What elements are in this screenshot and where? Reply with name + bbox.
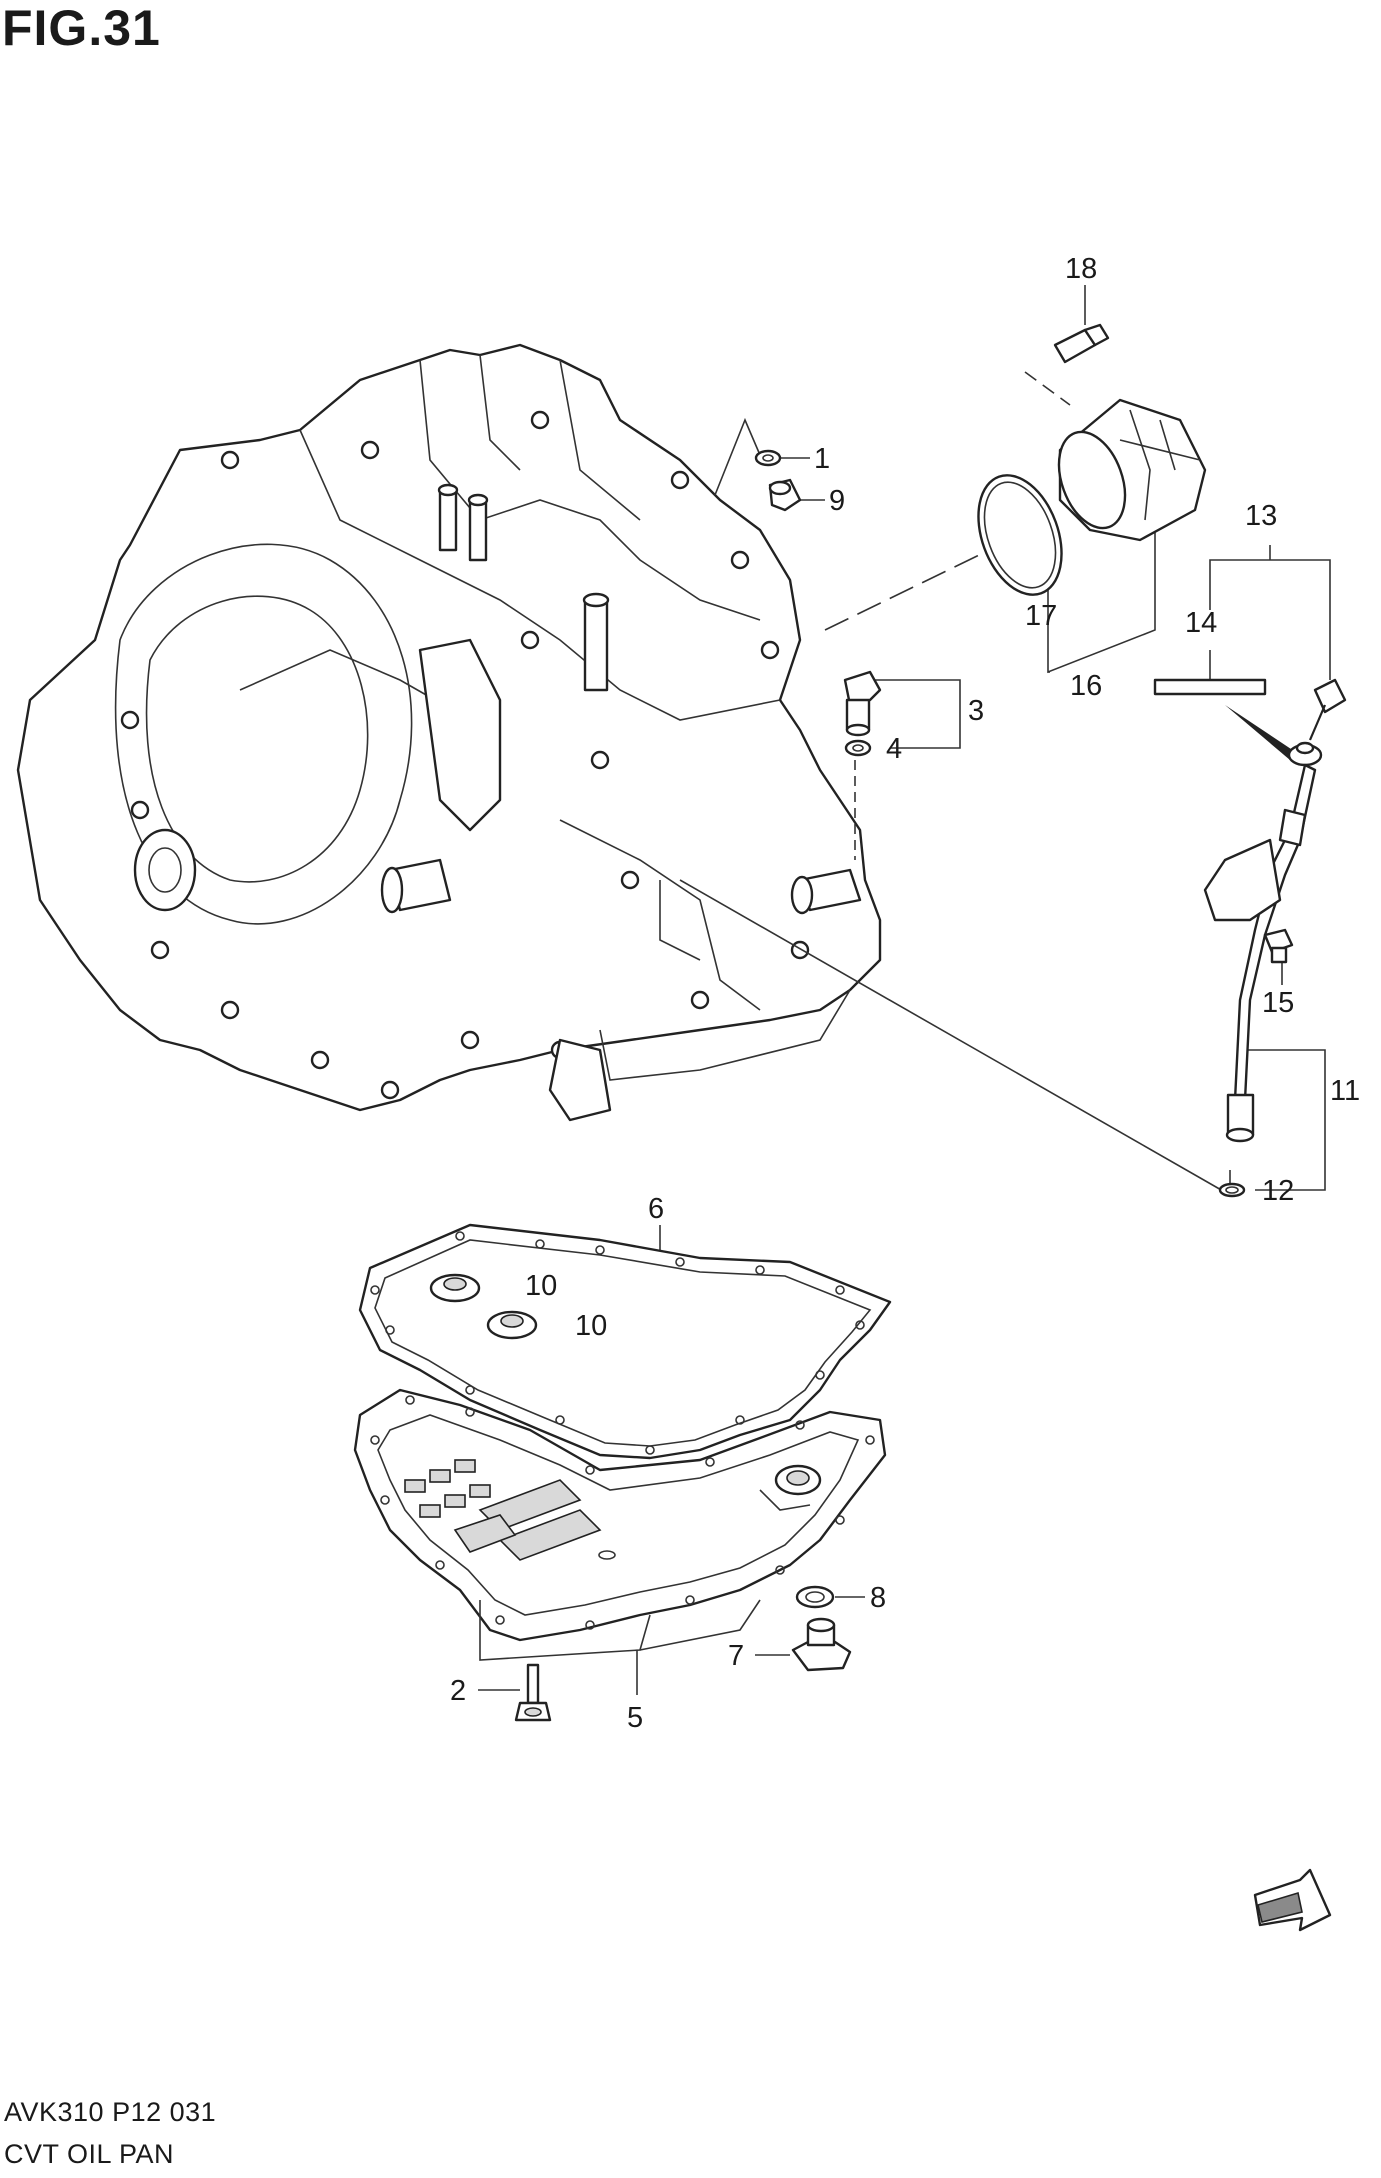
callout-3: 3 [968,695,984,727]
leader-lines [478,285,1331,1695]
part-15-bolt [1263,928,1294,964]
part-7-drain-plug [791,1617,852,1672]
part-8-gasket [795,1585,835,1609]
callout-6: 6 [648,1193,664,1225]
callout-15: 15 [1262,987,1294,1019]
callout-16: 16 [1070,670,1102,702]
part-10-magnet-a [429,1273,481,1303]
callout-7: 7 [728,1640,744,1672]
figure-name: CVT OIL PAN [4,2139,175,2169]
callout-10a: 10 [525,1270,557,1302]
transmission-case [16,343,882,1122]
callout-9: 9 [829,485,845,517]
callout-1: 1 [814,443,830,475]
callout-12: 12 [1262,1175,1294,1207]
figure-title: FIG.31 [2,0,161,56]
callout-13: 13 [1245,500,1277,532]
part-5-oil-pan [353,1388,887,1661]
callout-2: 2 [450,1675,466,1707]
part-1-gasket [754,449,782,467]
callout-8: 8 [870,1582,886,1614]
callout-18: 18 [1065,253,1097,285]
front-direction-arrow-icon [1253,1868,1332,1932]
part-14-label [1153,678,1300,760]
callout-4: 4 [886,733,902,765]
callout-10b: 10 [575,1310,607,1342]
part-3-breather [843,670,882,737]
callout-14: 14 [1185,607,1217,639]
callout-labels: 1 9 18 13 14 17 16 3 4 15 11 12 6 10 10 … [450,253,1360,1734]
figure-code: AVK310 P12 031 [4,2097,217,2127]
part-12-o-ring [1218,1182,1246,1198]
part-11-guide-tube [1203,763,1317,1143]
callout-5: 5 [627,1702,643,1734]
callout-11: 11 [1330,1075,1360,1107]
part-17-o-ring [977,474,1063,596]
part-2-bolt [514,1663,552,1722]
part-4-washer [844,739,872,757]
part-18-bolt [1053,323,1110,364]
part-9-plug [768,478,802,512]
part-10-magnet-b [486,1310,538,1340]
part-16-filter [1057,398,1207,542]
callout-17: 17 [1025,600,1057,632]
part-13-dipstick-handle [1287,678,1347,767]
part-6-gasket [358,1223,892,1460]
